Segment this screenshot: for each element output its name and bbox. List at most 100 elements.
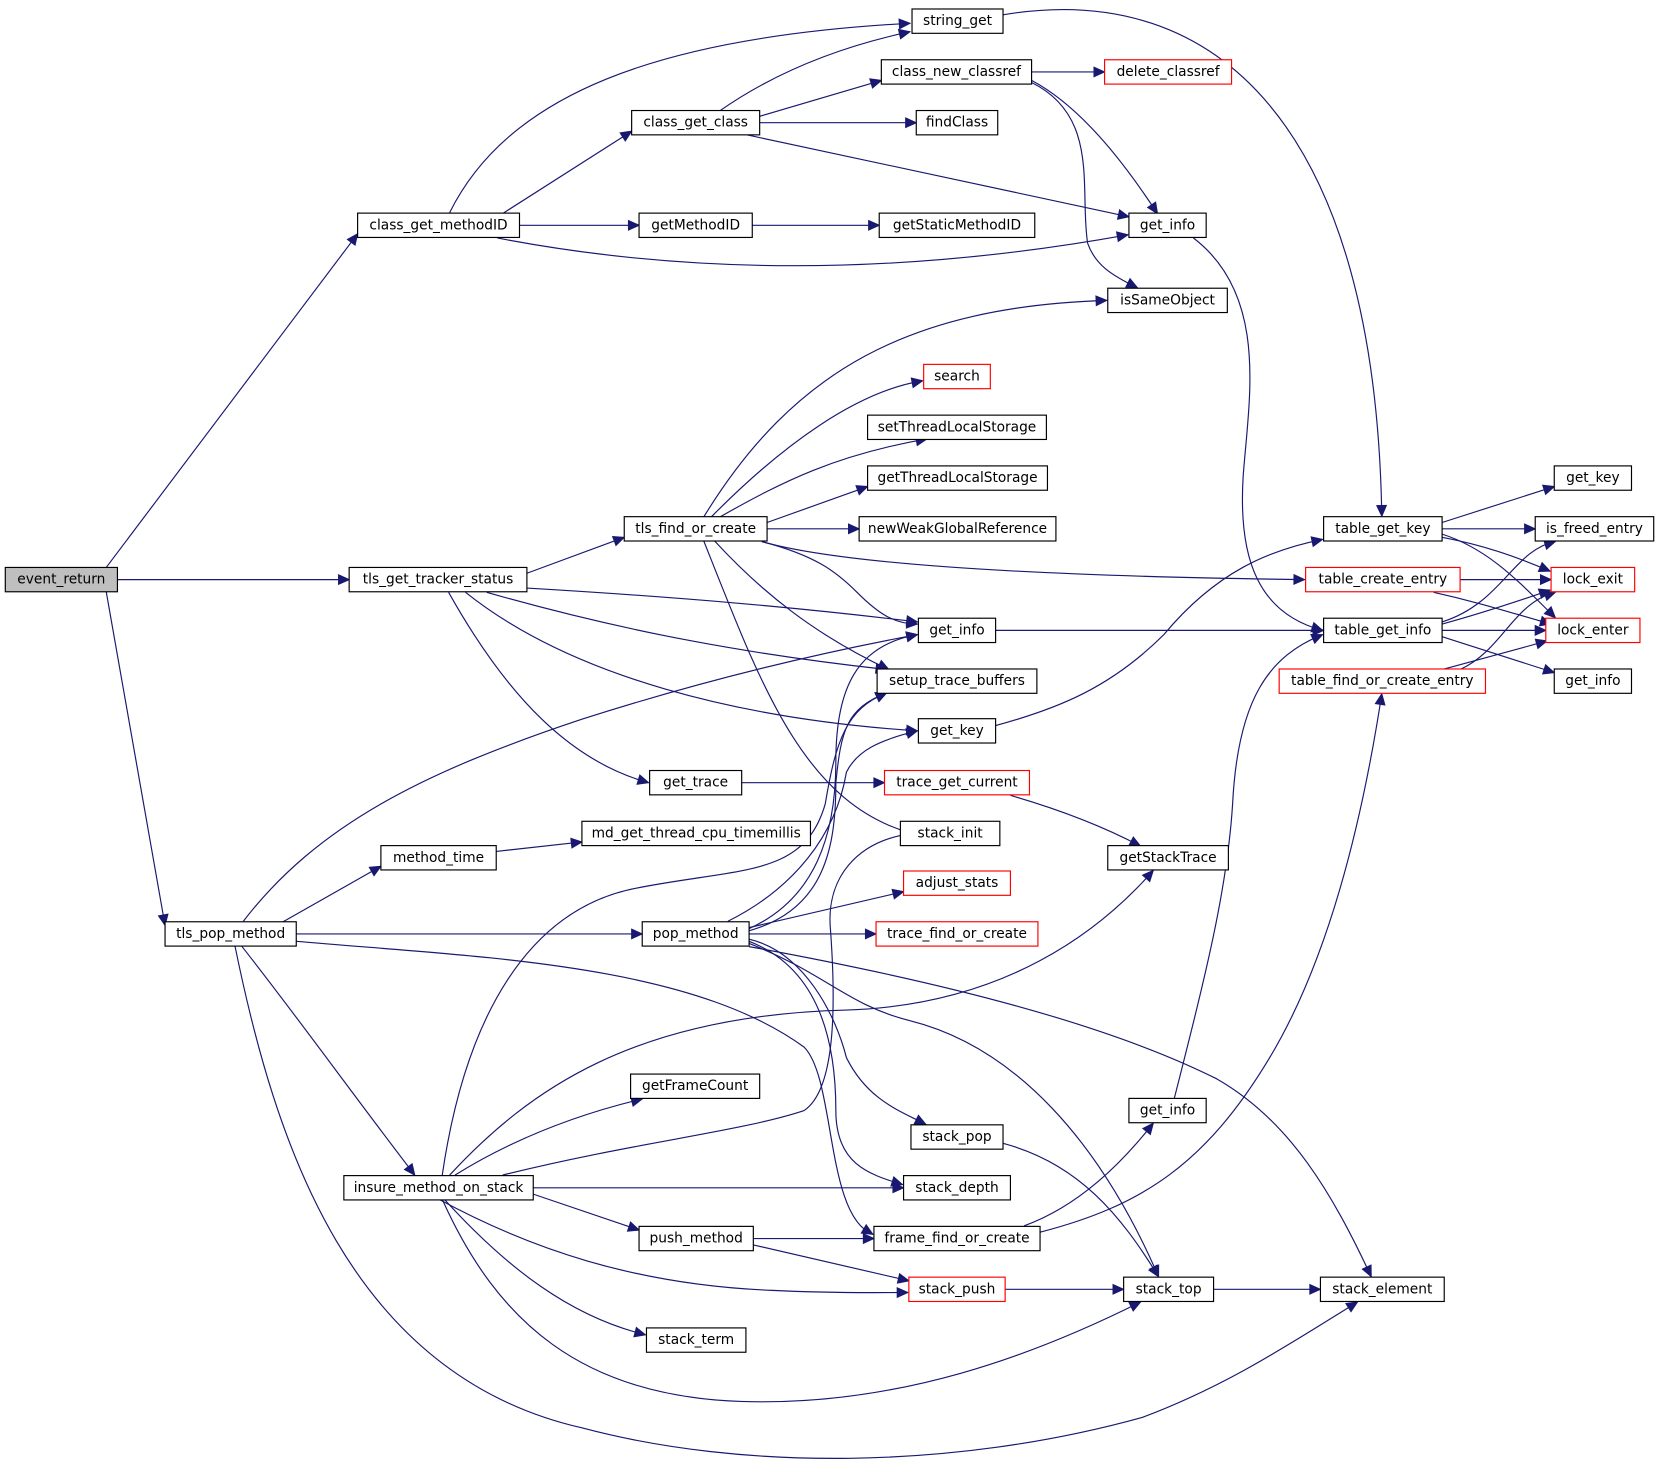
node-label: stack_push	[919, 1281, 996, 1297]
node-table-get-key[interactable]: table_get_key	[1323, 516, 1443, 542]
node-table-create-entry[interactable]: table_create_entry	[1305, 566, 1461, 593]
arrowhead-icon	[1534, 638, 1549, 650]
node-trace-find-or-create[interactable]: trace_find_or_create	[875, 921, 1039, 947]
node-method-time[interactable]: method_time	[380, 845, 497, 871]
node-getThreadLocalStorage[interactable]: getThreadLocalStorage	[867, 465, 1049, 491]
arrowhead-icon	[896, 1272, 911, 1284]
node-label: getStaticMethodID	[893, 217, 1021, 233]
node-table-find-or-create-entry[interactable]: table_find_or_create_entry	[1278, 668, 1487, 694]
node-lock-enter[interactable]: lock_enter	[1545, 617, 1641, 644]
node-frame-find-or-create[interactable]: frame_find_or_create	[873, 1225, 1041, 1252]
edge-table_get_key-to-lock_enter	[1441, 533, 1556, 619]
node-findClass[interactable]: findClass	[915, 109, 999, 136]
node-get-key-r[interactable]: get_key	[1553, 465, 1633, 491]
node-label: string_get	[923, 13, 993, 29]
arrowhead-icon	[855, 485, 869, 496]
node-string-get[interactable]: string_get	[911, 8, 1004, 34]
node-getFrameCount[interactable]: getFrameCount	[630, 1073, 761, 1099]
edges-layer	[105, 9, 1557, 1459]
arrowhead-icon	[1537, 561, 1552, 572]
node-md-get-thread-cpu-timemillis[interactable]: md_get_thread_cpu_timemillis	[581, 820, 812, 847]
node-is-freed-entry[interactable]: is_freed_entry	[1534, 516, 1655, 542]
node-adjust-stats[interactable]: adjust_stats	[902, 870, 1012, 896]
node-insure-method-on-stack[interactable]: insure_method_on_stack	[343, 1175, 534, 1201]
node-class-new-classref[interactable]: class_new_classref	[880, 59, 1033, 85]
arrowhead-icon	[1543, 605, 1557, 619]
edge-insure_method_on_stack-to-stack_term	[443, 1199, 646, 1336]
node-get-trace[interactable]: get_trace	[649, 769, 743, 796]
node-search[interactable]: search	[923, 363, 991, 390]
node-get-info-c[interactable]: get_info	[1128, 1097, 1207, 1124]
node-label: class_new_classref	[892, 64, 1022, 80]
edge-tls_pop_method-to-stack_element	[234, 945, 1358, 1459]
node-box	[867, 414, 1047, 441]
arrowhead-icon	[626, 1221, 641, 1232]
node-tls-pop-method[interactable]: tls_pop_method	[164, 921, 297, 947]
node-box	[641, 921, 750, 947]
edge-tls_pop_method-to-get_info_b	[242, 634, 918, 922]
node-get-info-r[interactable]: get_info	[1553, 668, 1633, 694]
node-newWeakGlobalReference[interactable]: newWeakGlobalReference	[858, 516, 1057, 542]
edge-insure_method_on_stack-to-getStackTrace	[449, 870, 1154, 1176]
node-label: tls_find_or_create	[635, 521, 756, 537]
node-class-get-class[interactable]: class_get_class	[631, 109, 761, 136]
node-stack-init[interactable]: stack_init	[899, 820, 1001, 847]
node-setup-trace-buffers[interactable]: setup_trace_buffers	[876, 668, 1038, 694]
edge-class_get_methodID-to-string_get	[449, 22, 910, 213]
node-getStackTrace[interactable]: getStackTrace	[1107, 845, 1229, 871]
arrowhead-icon	[905, 728, 919, 740]
node-class-get-methodID[interactable]: class_get_methodID	[357, 212, 521, 239]
arrowhead-icon	[864, 928, 878, 940]
node-stack-pop[interactable]: stack_pop	[910, 1124, 1004, 1150]
node-event-return[interactable]: event_return	[4, 566, 119, 593]
node-delete-classref[interactable]: delete_classref	[1104, 59, 1233, 85]
edge-tls_find_or_create-to-stack_init	[703, 540, 913, 835]
edge-tls_find_or_create-to-setThreadLocalStorage	[719, 438, 927, 518]
node-stack-term[interactable]: stack_term	[645, 1327, 747, 1353]
edge-table_get_info-to-is_freed_entry	[1441, 540, 1556, 623]
node-stack-push[interactable]: stack_push	[908, 1276, 1006, 1303]
arrowhead-icon	[631, 928, 644, 940]
node-isSameObject[interactable]: isSameObject	[1107, 287, 1228, 314]
node-label: get_key	[1566, 470, 1620, 486]
edge-get_key_b-to-table_get_key	[995, 538, 1323, 727]
nodes-layer: event_return class_get_methodID tls_get_tr…	[4, 8, 1655, 1353]
edge-table_find_or_create_entry-to-lock_exit	[1459, 591, 1556, 671]
arrowhead-icon	[905, 117, 918, 129]
node-label: lock_enter	[1557, 622, 1629, 638]
node-stack-element[interactable]: stack_element	[1319, 1276, 1445, 1303]
node-trace-get-current[interactable]: trace_get_current	[883, 769, 1031, 796]
edge-pop_method-to-setup_trace_buffers	[748, 692, 887, 932]
node-label: get_info	[1140, 1103, 1195, 1119]
node-label: lock_exit	[1563, 572, 1624, 588]
node-label: tls_pop_method	[176, 926, 285, 942]
node-tls-get-tracker-status[interactable]: tls_get_tracker_status	[348, 566, 528, 593]
node-box	[380, 845, 497, 871]
node-get-info-b[interactable]: get_info	[917, 617, 997, 644]
arrowhead-icon	[1128, 836, 1142, 847]
node-box	[902, 1175, 1012, 1201]
node-label: trace_find_or_create	[887, 926, 1027, 942]
arrowhead-icon	[873, 777, 886, 789]
node-box	[631, 109, 761, 136]
node-label: pop_method	[653, 926, 739, 942]
node-getStaticMethodID[interactable]: getStaticMethodID	[878, 212, 1036, 239]
node-box	[1534, 516, 1655, 542]
node-push-method[interactable]: push_method	[638, 1225, 754, 1252]
edge-pop_method-to-stack_element	[748, 946, 1372, 1277]
node-pop-method[interactable]: pop_method	[641, 921, 750, 947]
node-stack-depth[interactable]: stack_depth	[902, 1175, 1012, 1201]
node-tls-find-or-create[interactable]: tls_find_or_create	[623, 516, 768, 542]
edge-tls_find_or_create-to-table_create_entry	[761, 540, 1305, 581]
node-lock-exit[interactable]: lock_exit	[1550, 566, 1636, 593]
node-stack-top[interactable]: stack_top	[1123, 1276, 1215, 1303]
node-setThreadLocalStorage[interactable]: setThreadLocalStorage	[867, 414, 1047, 441]
node-table-get-info[interactable]: table_get_info	[1323, 617, 1443, 644]
node-get-key-b[interactable]: get_key	[917, 718, 997, 744]
node-get-info-a[interactable]: get_info	[1128, 212, 1207, 239]
node-getMethodID[interactable]: getMethodID	[638, 212, 753, 239]
edge-string_get-to-table_get_key	[1002, 9, 1383, 517]
node-label: table_create_entry	[1319, 572, 1448, 588]
node-label: getStackTrace	[1120, 850, 1217, 866]
